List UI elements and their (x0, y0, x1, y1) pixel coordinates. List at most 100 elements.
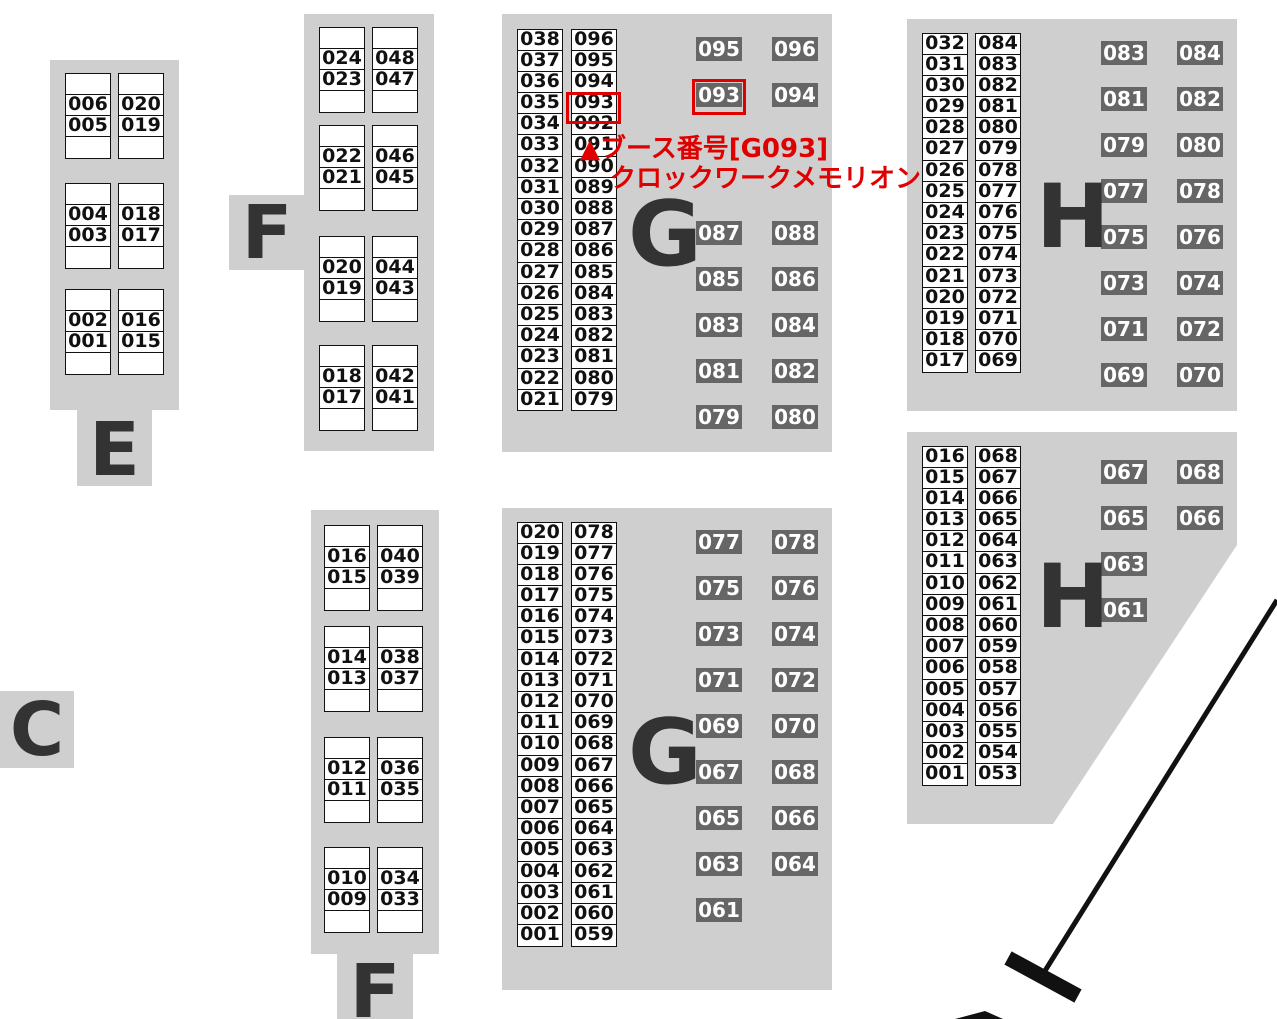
booth-cell[interactable]: 021 (319, 166, 365, 190)
booth-cell[interactable]: 004 (922, 699, 968, 723)
booth-cell[interactable] (372, 26, 418, 50)
booth-cell[interactable]: 021 (922, 265, 968, 289)
booth-tile[interactable]: 063 (696, 852, 742, 876)
booth-cell[interactable]: 003 (922, 720, 968, 744)
booth-cell[interactable]: 035 (377, 778, 423, 802)
booth-tile[interactable]: 079 (696, 405, 742, 429)
booth-cell[interactable]: 079 (571, 388, 617, 412)
booth-tile[interactable]: 066 (1177, 506, 1223, 530)
booth-cell[interactable]: 067 (571, 754, 617, 778)
booth-cell[interactable] (118, 288, 164, 312)
booth-cell[interactable]: 082 (571, 325, 617, 348)
booth-cell[interactable] (377, 588, 423, 611)
booth-cell[interactable]: 074 (571, 606, 617, 629)
booth-cell[interactable]: 006 (922, 657, 968, 681)
booth-cell[interactable]: 077 (571, 542, 617, 566)
booth-cell[interactable]: 005 (65, 114, 111, 138)
booth-tile[interactable]: 061 (696, 898, 742, 922)
booth-tile[interactable]: 068 (1177, 460, 1223, 484)
booth-cell[interactable]: 092 (571, 113, 617, 136)
booth-tile[interactable]: 071 (696, 668, 742, 692)
booth-cell[interactable]: 002 (517, 902, 563, 926)
booth-cell[interactable]: 045 (372, 166, 418, 190)
booth-cell[interactable] (372, 124, 418, 148)
booth-cell[interactable]: 070 (975, 329, 1021, 352)
booth-cell[interactable]: 013 (517, 669, 563, 693)
booth-cell[interactable]: 020 (922, 286, 968, 310)
booth-tile[interactable]: 073 (1101, 271, 1147, 295)
booth-tile[interactable]: 067 (1101, 460, 1147, 484)
booth-tile[interactable]: 081 (1101, 87, 1147, 111)
booth-cell[interactable] (372, 299, 418, 322)
booth-cell[interactable]: 037 (377, 667, 423, 691)
booth-cell[interactable]: 074 (975, 244, 1021, 268)
booth-cell[interactable]: 032 (517, 155, 563, 179)
booth-cell[interactable]: 085 (571, 261, 617, 285)
booth-cell[interactable]: 068 (975, 445, 1021, 469)
booth-cell[interactable]: 058 (975, 657, 1021, 681)
booth-tile[interactable]: 064 (772, 852, 818, 876)
booth-tile[interactable]: 086 (772, 267, 818, 291)
booth-cell[interactable]: 079 (975, 138, 1021, 162)
booth-cell[interactable]: 083 (571, 303, 617, 327)
booth-tile[interactable]: 073 (696, 622, 742, 646)
booth-cell[interactable]: 029 (517, 219, 563, 242)
booth-tile[interactable]: 083 (1101, 41, 1147, 65)
booth-cell[interactable]: 027 (517, 261, 563, 285)
booth-cell[interactable]: 034 (377, 867, 423, 891)
booth-cell[interactable]: 043 (372, 277, 418, 301)
booth-cell[interactable]: 087 (571, 219, 617, 242)
booth-cell[interactable] (372, 235, 418, 259)
booth-cell[interactable]: 011 (517, 712, 563, 735)
booth-tile[interactable]: 095 (696, 37, 742, 61)
booth-tile[interactable]: 082 (772, 359, 818, 383)
booth-cell[interactable]: 013 (324, 667, 370, 691)
booth-cell[interactable]: 063 (571, 839, 617, 862)
booth-tile[interactable]: 088 (772, 221, 818, 245)
booth-cell[interactable]: 022 (517, 367, 563, 391)
booth-cell[interactable]: 019 (118, 114, 164, 138)
booth-cell[interactable]: 018 (517, 563, 563, 587)
booth-cell[interactable] (377, 736, 423, 760)
booth-cell[interactable]: 069 (975, 350, 1021, 373)
booth-cell[interactable]: 010 (517, 733, 563, 757)
booth-tile[interactable]: 078 (772, 530, 818, 554)
booth-cell[interactable]: 089 (571, 176, 617, 200)
booth-tile[interactable]: 077 (696, 530, 742, 554)
booth-cell[interactable]: 012 (324, 757, 370, 781)
booth-cell[interactable] (372, 408, 418, 431)
booth-cell[interactable]: 072 (975, 286, 1021, 310)
booth-cell[interactable]: 025 (922, 180, 968, 204)
booth-cell[interactable] (319, 344, 365, 368)
booth-tile[interactable]: 070 (772, 714, 818, 738)
booth-tile[interactable]: 076 (1177, 225, 1223, 249)
booth-cell[interactable]: 065 (975, 509, 1021, 532)
booth-cell[interactable]: 093 (571, 92, 617, 115)
booth-cell[interactable]: 009 (517, 754, 563, 778)
booth-tile[interactable]: 078 (1177, 179, 1223, 203)
booth-cell[interactable]: 073 (571, 627, 617, 651)
booth-cell[interactable]: 090 (571, 155, 617, 179)
booth-cell[interactable]: 030 (517, 198, 563, 221)
booth-cell[interactable]: 054 (975, 742, 1021, 765)
booth-cell[interactable] (324, 625, 370, 649)
booth-tile[interactable]: 085 (696, 267, 742, 291)
booth-cell[interactable]: 020 (517, 521, 563, 545)
booth-cell[interactable]: 066 (975, 487, 1021, 511)
booth-cell[interactable]: 009 (922, 593, 968, 617)
booth-cell[interactable] (324, 846, 370, 870)
booth-tile[interactable]: 072 (1177, 317, 1223, 341)
booth-cell[interactable]: 096 (571, 28, 617, 52)
booth-tile[interactable]: 069 (696, 714, 742, 738)
booth-tile[interactable]: 087 (696, 221, 742, 245)
booth-cell[interactable]: 017 (118, 224, 164, 248)
booth-cell[interactable] (319, 299, 365, 322)
booth-cell[interactable]: 011 (922, 551, 968, 575)
booth-cell[interactable]: 020 (319, 256, 365, 280)
booth-cell[interactable]: 022 (922, 244, 968, 268)
booth-cell[interactable]: 008 (922, 615, 968, 638)
booth-cell[interactable]: 004 (517, 860, 563, 884)
booth-cell[interactable]: 024 (922, 202, 968, 225)
booth-tile[interactable]: 068 (772, 760, 818, 784)
booth-cell[interactable] (118, 352, 164, 375)
